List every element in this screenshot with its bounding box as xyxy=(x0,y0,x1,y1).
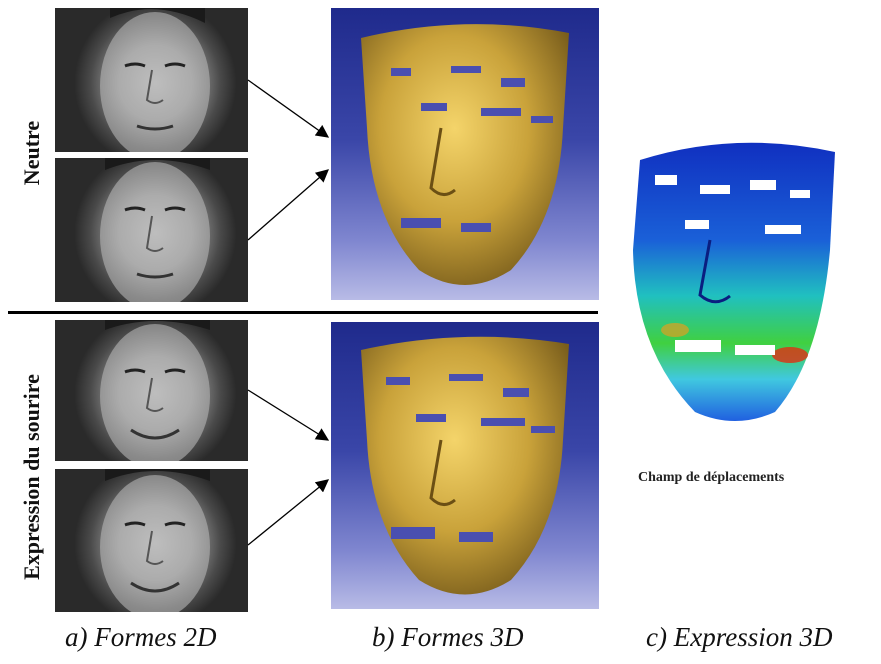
arrow-line xyxy=(247,389,330,441)
face-photo-graphic xyxy=(100,158,210,302)
arrow-line xyxy=(247,79,330,138)
photo-neutral-bottom xyxy=(55,158,248,302)
gold-face-mesh-graphic xyxy=(361,24,569,285)
displacement-field-label: Champ de déplacements xyxy=(638,470,785,485)
arrow-line xyxy=(247,479,330,546)
arrow-line xyxy=(247,169,329,241)
row-divider xyxy=(8,311,598,314)
photo-smile-bottom xyxy=(55,469,248,612)
photo-smile-top xyxy=(55,320,248,461)
photo-neutral-top xyxy=(55,8,248,152)
face-photo-graphic xyxy=(100,8,210,152)
displacement-heatmap-face xyxy=(633,142,835,421)
render-3d-neutral xyxy=(331,8,599,300)
face-photo-graphic xyxy=(100,320,210,461)
render-3d-smile xyxy=(331,322,599,609)
caption-b: b) Formes 3D xyxy=(372,622,524,652)
gold-face-mesh-graphic xyxy=(361,336,569,595)
caption-c: c) Expression 3D xyxy=(646,622,833,652)
caption-a: a) Formes 2D xyxy=(65,622,217,652)
face-photo-graphic xyxy=(100,469,210,612)
